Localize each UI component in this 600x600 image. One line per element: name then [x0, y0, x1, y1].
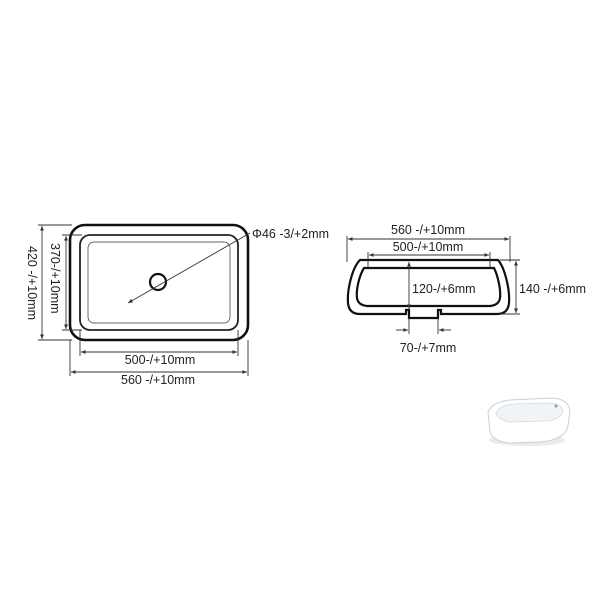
side-inner-depth-label: 120-/+6mm — [412, 282, 476, 296]
outer-width-label: 560 -/+10mm — [121, 373, 195, 387]
drain-hole — [148, 272, 168, 292]
basin-photo-tap-hole — [554, 404, 558, 408]
side-inner-width-label: 500-/+10mm — [393, 240, 464, 254]
top-view: Φ46 -3/+2mm 420 -/+10mm 370-/+10mm 500-/… — [25, 223, 329, 387]
basin-side-profile — [346, 258, 511, 320]
inner-width-label: 500-/+10mm — [125, 353, 196, 367]
side-outer-height-label: 140 -/+6mm — [519, 282, 586, 296]
basin-bowl-outline — [87, 241, 231, 324]
drain-leader-line — [127, 232, 251, 304]
basin-product-photo — [487, 397, 571, 446]
outer-height-label: 420 -/+10mm — [25, 246, 39, 320]
side-view: 560 -/+10mm 500-/+10mm 120-/+6mm 140 -/+… — [346, 223, 586, 355]
drain-diameter-label: Φ46 -3/+2mm — [252, 227, 329, 241]
side-drain-width-label: 70-/+7mm — [400, 341, 457, 355]
side-outer-width-label: 560 -/+10mm — [391, 223, 465, 237]
inner-height-label: 370-/+10mm — [48, 243, 62, 314]
basin-photo-bowl — [495, 402, 564, 423]
basin-inner-rim — [79, 234, 239, 331]
